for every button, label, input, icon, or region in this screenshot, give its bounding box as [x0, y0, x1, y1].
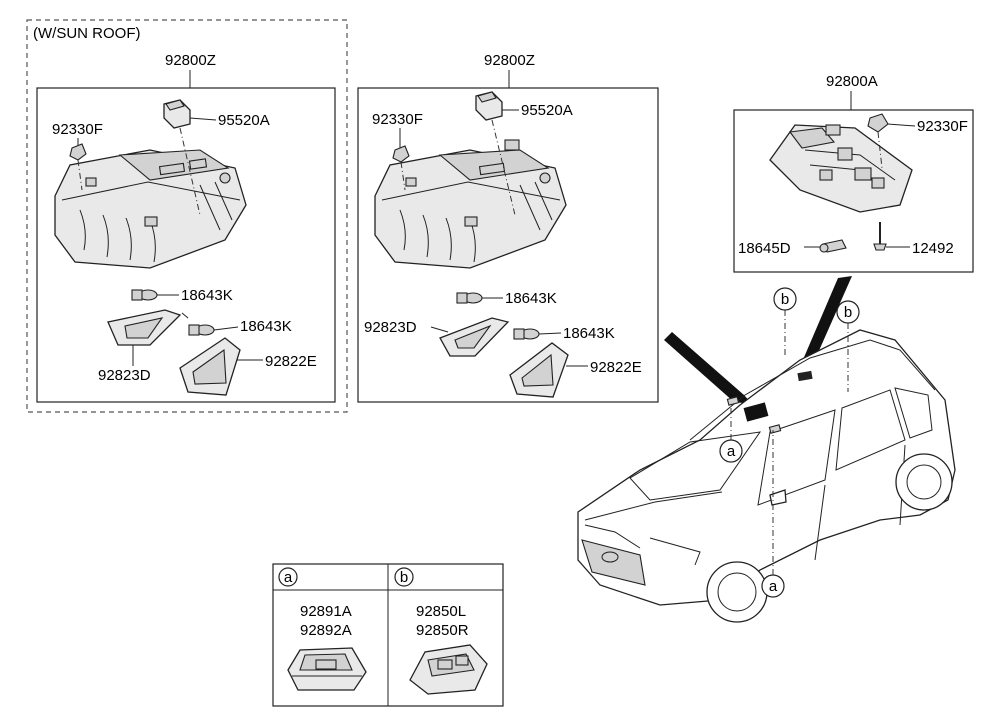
pointer-wedge-left [664, 332, 752, 404]
rear-lens-holder-part [867, 113, 889, 133]
legend-key-a [278, 567, 298, 587]
rear-lens-holder-leader [887, 123, 916, 127]
sunroof-bulb-upper-label: 18643K [181, 287, 233, 304]
sunroof-lens-left-label: 92823D [98, 367, 151, 384]
sunroof-switch-label: 95520A [218, 112, 270, 129]
legend-a-part-2: 92892A [300, 622, 352, 639]
standard-assembly-label: 92800Z [484, 52, 535, 69]
car-roof-lamp [743, 402, 769, 422]
sunroof-bulb-lower-part [188, 324, 215, 336]
sunroof-lens-right-part [179, 337, 241, 396]
sunroof-console-housing [54, 149, 247, 269]
standard-lens-holder-part [392, 145, 410, 163]
legend-key-b [394, 567, 414, 587]
sunroof-switch-part [163, 99, 191, 129]
legend-a-lamp-part [287, 647, 367, 691]
standard-switch-part [475, 91, 503, 121]
standard-lens-right-label: 92822E [590, 359, 642, 376]
standard-lens-right-part [509, 342, 569, 398]
sunroof-frame [36, 87, 336, 403]
legend-a-part-1: 92891A [300, 603, 352, 620]
sunroof-bulb-lower-leader [213, 326, 239, 331]
rear-assembly-label: 92800A [826, 73, 878, 90]
standard-bulb-lower-label: 18643K [563, 325, 615, 342]
svg-text:b: b [400, 569, 408, 586]
rear-bulb-part [819, 239, 847, 253]
standard-bulb-lower-part [513, 328, 540, 340]
sunroof-lens-holder-part [69, 143, 87, 161]
standard-lens-left-part [439, 317, 510, 357]
sunroof-assembly-label: 92800Z [165, 52, 216, 69]
standard-bulb-lower-leader [538, 332, 562, 335]
sunroof-bulb-lower-label: 18643K [240, 318, 292, 335]
standard-console-housing [374, 139, 567, 269]
svg-text:b: b [781, 291, 789, 308]
standard-bulb-upper-label: 18643K [505, 290, 557, 307]
callout-b-right: b [836, 300, 860, 392]
legend-b-part-1: 92850L [416, 603, 466, 620]
svg-text:a: a [769, 578, 778, 595]
svg-text:a: a [727, 443, 736, 460]
standard-frame [357, 87, 659, 403]
rear-group: 92800A 92330F 18645D 12492 [733, 73, 974, 273]
sunroof-lens-holder-label: 92330F [52, 121, 103, 138]
sunroof-bulb-upper-part [131, 289, 158, 301]
rear-screw-part [873, 222, 887, 251]
sunroof-lens-left-part [107, 309, 182, 346]
car-illustration [577, 276, 956, 623]
standard-switch-label: 95520A [521, 102, 573, 119]
rear-screw-label: 12492 [912, 240, 954, 257]
legend-b-part-2: 92850R [416, 622, 469, 639]
callout-a-lower: a [761, 430, 785, 598]
callout-b-left: b [773, 287, 797, 356]
standard-lens-holder-label: 92330F [372, 111, 423, 128]
sunroof-dashed-frame [26, 19, 348, 413]
svg-text:b: b [844, 304, 852, 321]
rear-lamp-housing [769, 124, 913, 213]
legend-b-lamp-part [409, 644, 488, 695]
standard-group: 92800Z 92330F 95520A [357, 52, 659, 403]
standard-lens-left-label: 92823D [364, 319, 417, 336]
rear-frame [733, 109, 974, 273]
svg-text:a: a [284, 569, 293, 586]
legend-table: a b 92891A 92892A 92850L 92850R [272, 563, 504, 707]
pointer-wedge-right [796, 276, 852, 380]
sunroof-note: (W/SUN ROOF) [33, 25, 140, 42]
sunroof-group: (W/SUN ROOF) 92800Z 92330F 95 [26, 19, 348, 413]
rear-lens-holder-label: 92330F [917, 118, 968, 135]
standard-bulb-upper-part [456, 292, 483, 304]
sunroof-switch-leader [189, 117, 217, 121]
sunroof-lens-right-label: 92822E [265, 353, 317, 370]
standard-lens-left-leader [430, 326, 449, 333]
rear-bulb-label: 18645D [738, 240, 791, 257]
callout-a-upper: a [719, 406, 743, 463]
